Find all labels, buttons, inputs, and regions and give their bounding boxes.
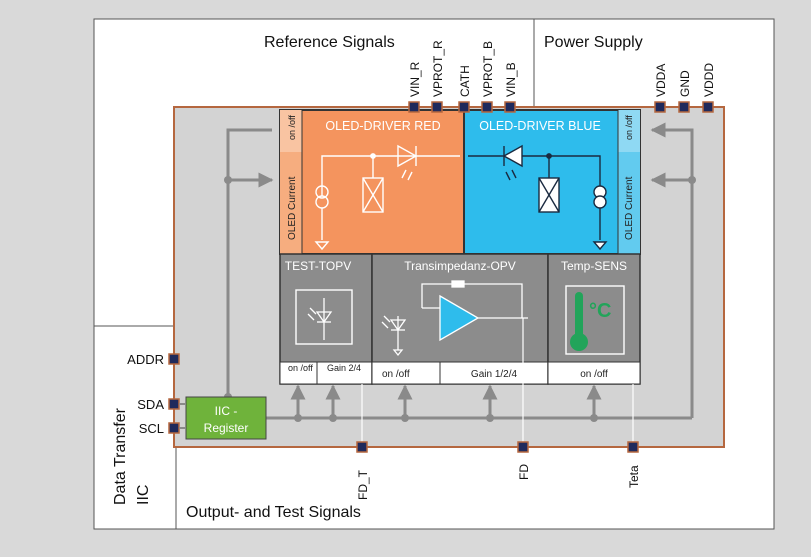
power-pins: VDDA GND VDDD [654, 63, 716, 113]
red-current-label: OLED Current [287, 176, 298, 240]
thermometer-icon [570, 292, 588, 351]
test-topv-sensor [295, 289, 353, 345]
pin-label-scl: SCL [139, 421, 164, 436]
data-transfer-title: Data Transfer [112, 407, 129, 505]
pin-scl [168, 422, 180, 434]
iic-register: IIC - Register [185, 396, 267, 440]
celsius-icon: °C [589, 300, 611, 322]
red-onoff-label: on /off [287, 115, 297, 140]
trans-title: Transimpedanz-OPV [404, 259, 516, 273]
reference-signals-title: Reference Signals [264, 34, 395, 51]
pin-label-vprot-b: VPROT_B [481, 41, 495, 97]
pin-label-vddd: VDDD [702, 63, 716, 97]
blue-circuit [468, 144, 608, 251]
pin-vprot-b [481, 101, 493, 113]
left-pins: ADDR SDA SCL [127, 352, 186, 436]
temp-sens-block: Temp-SENS °C on /off [547, 253, 641, 385]
temp-title: Temp-SENS [561, 259, 627, 273]
pin-label-sda: SDA [137, 397, 164, 412]
temp-onoff: on /off [580, 369, 608, 380]
iic-register-line2: Register [204, 421, 249, 435]
test-topv-gain: Gain 2/4 [327, 363, 361, 373]
reference-pins: VIN_R VPROT_R CATH VPROT_B VIN_B [408, 40, 518, 113]
transimpedanz-opv-block: Transimpedanz-OPV on /off Gain 1/2/4 [371, 253, 549, 385]
iic-title: IIC [135, 485, 152, 505]
bus-wires [226, 122, 694, 420]
blue-current-label: OLED Current [624, 176, 635, 240]
pin-fd [517, 441, 529, 453]
pin-label-fd: FD [517, 464, 531, 480]
pin-label-vdda: VDDA [654, 64, 668, 97]
red-title: OLED-DRIVER RED [325, 119, 440, 133]
pin-label-vin-b: VIN_B [504, 62, 518, 97]
trans-onoff: on /off [382, 369, 410, 380]
temp-sensor-frame [565, 285, 625, 355]
pin-vin-b [504, 101, 516, 113]
oled-driver-red: OLED-DRIVER RED on /off OLED Current [279, 109, 465, 255]
output-test-signals-title: Output- and Test Signals [186, 504, 361, 521]
pin-gnd [678, 101, 690, 113]
pin-label-vprot-r: VPROT_R [431, 40, 445, 97]
pin-label-cath: CATH [458, 65, 472, 97]
red-circuit [314, 144, 460, 251]
pin-cath [458, 101, 470, 113]
trans-opamp [381, 280, 528, 357]
pin-vdda [654, 101, 666, 113]
power-supply-title: Power Supply [544, 34, 643, 51]
test-topv-title: TEST-TOPV [285, 259, 351, 273]
blue-onoff-label: on /off [624, 115, 634, 140]
pin-label-vin-r: VIN_R [408, 61, 422, 97]
pin-vprot-r [431, 101, 443, 113]
test-topv-block: TEST-TOPV on /off Gain 2/4 [279, 253, 373, 385]
test-topv-onoff: on /off [288, 363, 313, 373]
pin-teta [627, 441, 639, 453]
pin-fd-t [356, 441, 368, 453]
oled-driver-blue: OLED-DRIVER BLUE on /off OLED Current [463, 109, 641, 255]
output-wires [361, 318, 634, 447]
pin-label-gnd: GND [678, 70, 692, 97]
blue-title: OLED-DRIVER BLUE [479, 119, 601, 133]
pin-label-teta: Teta [627, 465, 641, 488]
test-topv-diode [307, 298, 333, 340]
pin-sda [168, 398, 180, 410]
pin-vddd [702, 101, 714, 113]
pin-label-addr: ADDR [127, 352, 164, 367]
pin-label-fd-t: FD_T [356, 469, 370, 500]
pin-vin-r [408, 101, 420, 113]
bottom-pins: FD_T FD Teta [356, 441, 641, 500]
pin-addr [168, 353, 180, 365]
trans-gain: Gain 1/2/4 [471, 369, 518, 380]
iic-register-line1: IIC - [215, 404, 238, 418]
